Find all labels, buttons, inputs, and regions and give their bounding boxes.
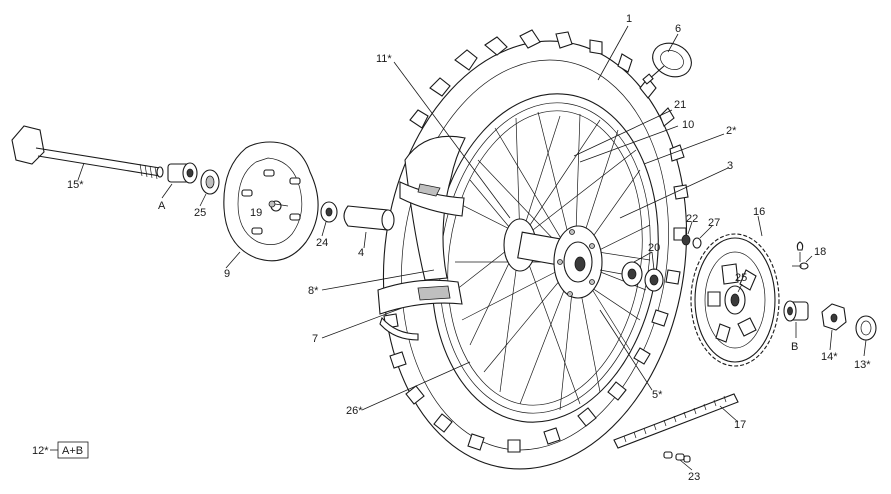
- callout-10: 10: [682, 119, 694, 131]
- rim-band: [377, 279, 463, 341]
- chain-master-link: [663, 451, 691, 463]
- drive-chain: [613, 393, 739, 449]
- rear-sprocket: [690, 233, 780, 367]
- callout-5: 5*: [652, 389, 663, 401]
- callout-a: A: [158, 200, 166, 212]
- axle-cap: [855, 315, 877, 341]
- callout-25-left: 25: [194, 207, 206, 219]
- callout-4: 4: [358, 247, 364, 259]
- spacer-b: [783, 300, 809, 322]
- callout-21: 21: [674, 99, 686, 111]
- callout-6: 6: [675, 23, 681, 35]
- callout-20: 20: [648, 242, 660, 254]
- legend-key: 12*: [32, 445, 49, 457]
- callout-26: 26*: [346, 405, 363, 417]
- callout-14: 14*: [821, 351, 838, 363]
- callout-13: 13*: [854, 359, 871, 371]
- axle: [11, 125, 164, 180]
- spacer-a: [167, 162, 198, 184]
- callout-1: 1: [626, 13, 632, 25]
- callout-7: 7: [312, 333, 318, 345]
- legend-box-text: A+B: [62, 445, 83, 457]
- tyre-tread-knobs: [383, 29, 689, 453]
- callout-11: 11*: [376, 53, 392, 65]
- inner-spacer: [343, 205, 395, 231]
- callout-8: 8*: [308, 285, 319, 297]
- axle-nut: [821, 303, 847, 331]
- callout-b: B: [791, 341, 798, 353]
- callout-18: 18: [814, 246, 826, 258]
- callout-16: 16: [753, 206, 765, 218]
- callout-9: 9: [224, 268, 230, 280]
- callout-2: 2*: [726, 125, 737, 137]
- tyre-valve: [642, 42, 692, 85]
- leader-lines: [50, 25, 867, 471]
- wheel-hub: [503, 218, 623, 299]
- callout-17: 17: [734, 419, 746, 431]
- split-pin: [792, 241, 809, 270]
- callout-19: 19: [250, 207, 262, 219]
- callout-15: 15*: [67, 179, 84, 191]
- bearing-left: [320, 201, 338, 223]
- callout-22: 22: [686, 213, 698, 225]
- callout-23: 23: [688, 471, 700, 483]
- callout-27: 27: [708, 217, 720, 229]
- legend-box: [57, 441, 89, 459]
- sprocket-screw: [681, 234, 702, 249]
- callout-3: 3: [727, 160, 733, 172]
- inner-tube: [399, 135, 466, 281]
- disc-screw: [268, 200, 289, 208]
- kit-legend: 12* A+B: [32, 441, 89, 459]
- callout-25-right: 25: [735, 272, 747, 284]
- callout-labels: 1 6 11* 21 10 2* 3 15* A 25 19 24 4 9 22…: [67, 13, 871, 483]
- seal-left: [200, 169, 220, 195]
- callout-24: 24: [316, 237, 328, 249]
